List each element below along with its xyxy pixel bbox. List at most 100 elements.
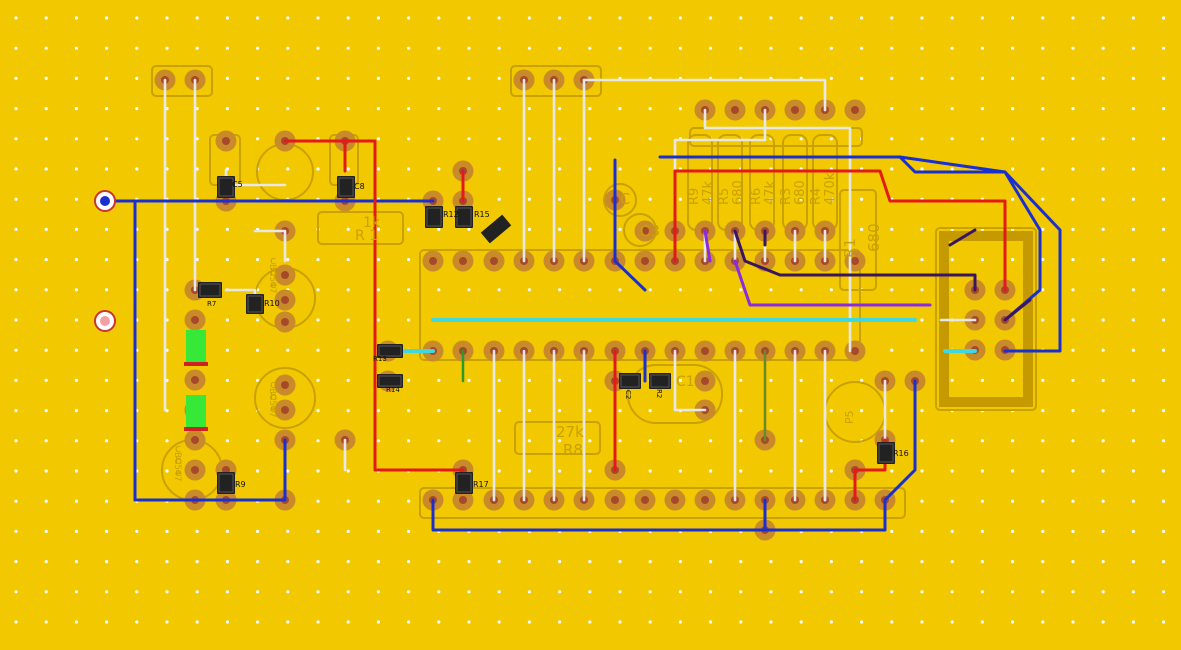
board-hole <box>1131 46 1135 50</box>
board-hole <box>497 76 501 80</box>
board-hole <box>1101 167 1105 171</box>
board-hole <box>346 409 350 413</box>
board-hole <box>316 560 320 564</box>
board-hole <box>74 197 78 201</box>
smd-part <box>377 344 403 358</box>
board-hole <box>256 348 260 352</box>
board-hole <box>346 590 350 594</box>
resistor-value: R5 <box>717 188 732 205</box>
board-hole <box>1041 378 1045 382</box>
board-hole <box>1101 620 1105 624</box>
board-hole <box>437 378 441 382</box>
board-hole <box>376 499 380 503</box>
wire <box>253 229 287 263</box>
terminal-pink <box>100 316 110 326</box>
board-hole <box>920 439 924 443</box>
board-hole <box>588 167 592 171</box>
pad-hole <box>701 377 709 385</box>
board-hole <box>44 258 48 262</box>
board-hole <box>1162 529 1166 534</box>
board-hole <box>920 107 924 111</box>
resistor-value: R3 <box>779 188 794 205</box>
board-hole <box>829 378 834 382</box>
board-hole <box>346 620 350 624</box>
board-hole <box>920 409 924 413</box>
board-hole <box>14 620 18 624</box>
board-hole <box>316 620 320 624</box>
board-hole <box>407 288 411 292</box>
wire <box>733 229 977 292</box>
board-hole <box>44 107 48 111</box>
board-hole <box>890 227 894 231</box>
board-hole <box>225 76 229 80</box>
board-hole <box>346 378 350 382</box>
board-hole <box>437 167 441 171</box>
board-hole <box>980 560 985 564</box>
silk-outline <box>935 227 1037 411</box>
board-hole <box>376 227 380 231</box>
board-hole <box>588 378 592 382</box>
label-c2: C2 <box>624 390 632 399</box>
board-hole <box>195 560 199 564</box>
board-hole <box>1131 529 1135 534</box>
wire <box>283 139 377 472</box>
board-hole <box>588 560 592 564</box>
board-hole <box>14 560 18 564</box>
board-hole <box>1041 107 1045 111</box>
board-hole <box>588 107 592 111</box>
pad-hole <box>731 106 739 114</box>
resistor-value: R6 <box>749 188 764 205</box>
board-hole <box>497 439 501 443</box>
wire <box>703 229 712 263</box>
board-hole <box>1131 469 1135 473</box>
board-hole <box>256 46 260 50</box>
board-hole <box>165 560 169 564</box>
board-hole <box>1131 499 1135 503</box>
board-hole <box>407 620 411 624</box>
board-hole <box>950 258 954 262</box>
board-hole <box>467 227 471 231</box>
board-hole <box>558 107 562 111</box>
board-hole <box>588 288 592 292</box>
smd-part-edge <box>620 374 640 388</box>
board-hole <box>618 46 622 50</box>
board-hole <box>376 258 380 262</box>
board-hole <box>1162 16 1166 20</box>
board-hole <box>678 197 683 201</box>
board-hole <box>74 167 78 171</box>
board-hole <box>1131 348 1135 352</box>
board-hole <box>497 46 501 50</box>
board-hole <box>135 137 139 141</box>
board-hole <box>1131 560 1135 564</box>
board-hole <box>527 469 532 473</box>
board-hole <box>1162 409 1166 413</box>
board-hole <box>527 46 532 50</box>
board-hole <box>195 137 199 141</box>
board-hole <box>135 46 139 50</box>
board-hole <box>225 16 229 20</box>
board-hole <box>497 197 501 201</box>
board-hole <box>1131 258 1135 262</box>
board-hole <box>105 258 109 262</box>
board-hole <box>225 227 229 231</box>
board-hole <box>286 258 290 262</box>
board-hole <box>618 620 622 624</box>
board-hole <box>225 409 229 413</box>
board-hole <box>769 16 773 20</box>
board-hole <box>44 167 48 171</box>
board-hole <box>527 16 532 20</box>
board-hole <box>739 620 743 624</box>
pad-hole <box>611 496 619 504</box>
board-hole <box>286 529 290 534</box>
board-hole <box>890 560 894 564</box>
board-hole <box>407 378 411 382</box>
board-hole <box>1041 469 1045 473</box>
label-r10: R10 <box>264 299 280 308</box>
board-hole <box>1071 590 1075 594</box>
led-band <box>184 362 208 366</box>
board-hole <box>1131 76 1135 80</box>
board-hole <box>678 620 683 624</box>
board-hole <box>890 348 894 352</box>
board-hole <box>527 560 532 564</box>
board-hole <box>165 590 169 594</box>
